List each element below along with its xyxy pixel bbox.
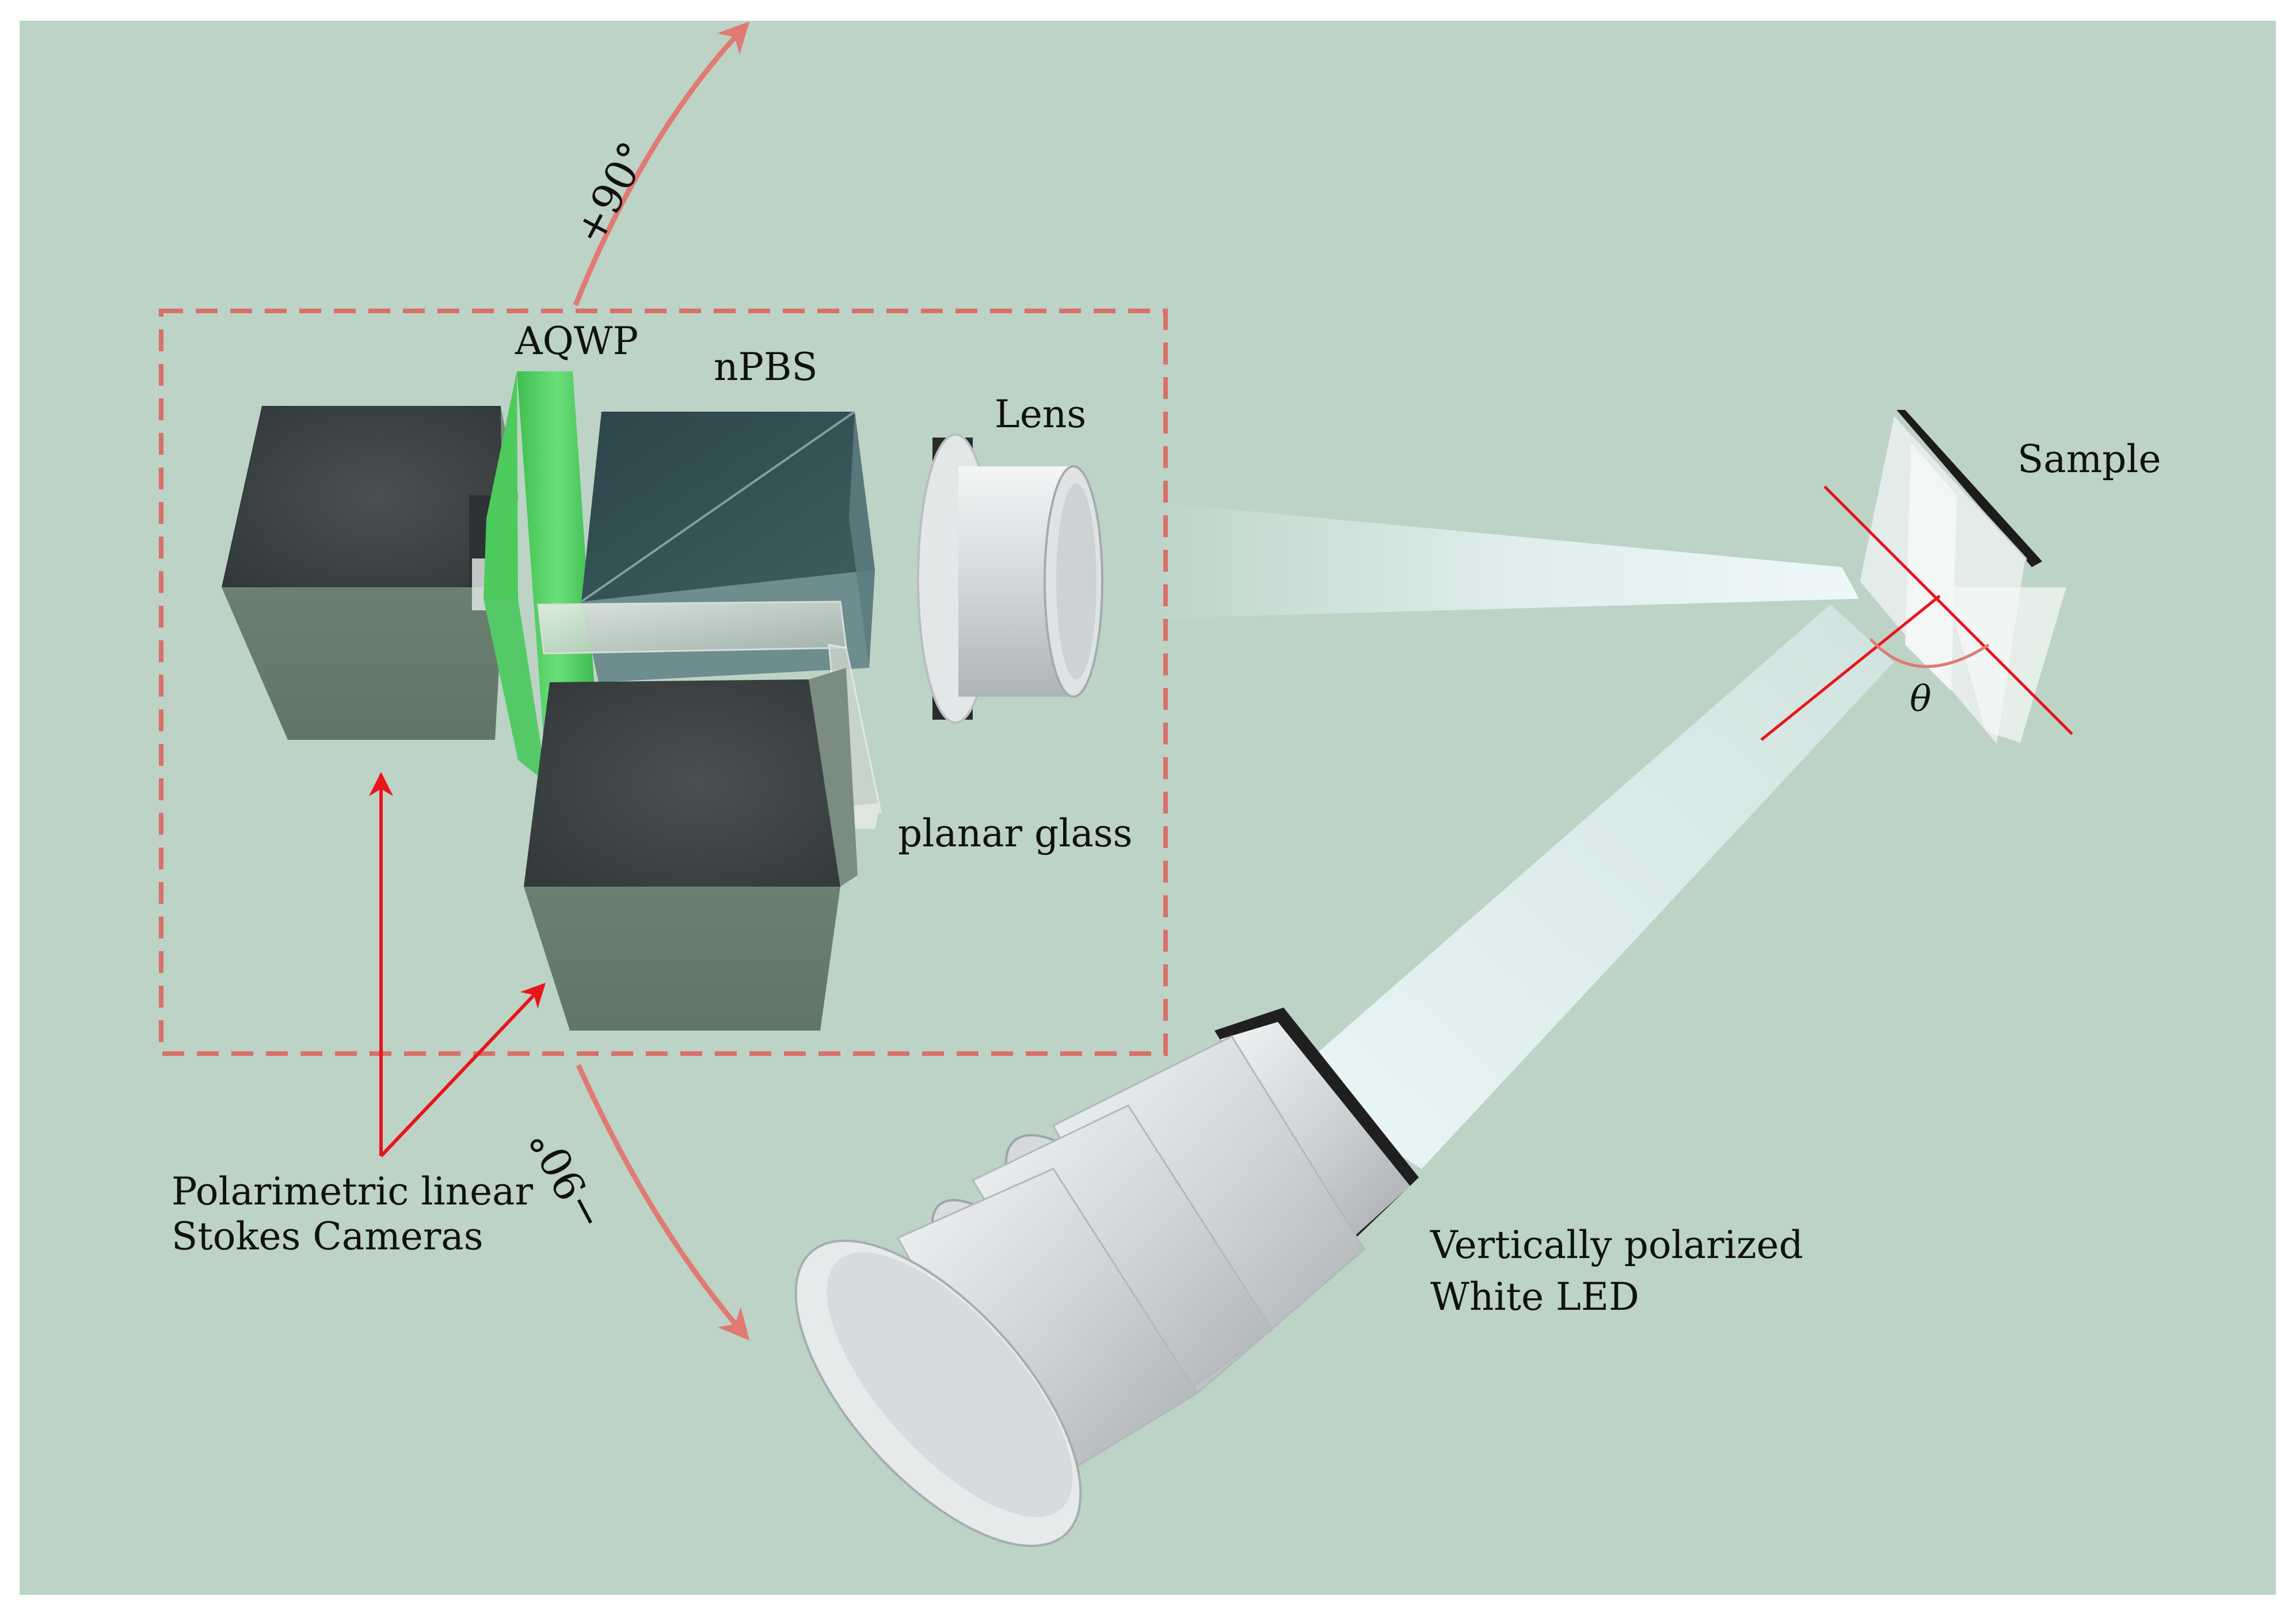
aqwp-plate (483, 371, 599, 783)
reflected-light-beam (1140, 501, 1859, 619)
camera-top (222, 406, 518, 740)
incident-light-beam (1284, 605, 1894, 1169)
led-label-line1: Vertically polarized (1430, 1223, 1803, 1267)
led-light-source-icon (794, 1008, 1419, 1547)
planar-glass-label: planar glass (898, 811, 1133, 856)
aqwp-label: AQWP (515, 319, 638, 363)
sample-slide-icon (1858, 410, 2066, 748)
detection-module-box (159, 309, 1168, 1056)
lens-icon (917, 434, 1103, 724)
rotation-arrow-plus-90 (573, 21, 750, 306)
cameras-label-line1: Polarimetric linear (172, 1169, 533, 1214)
cameras-label-line2: Stokes Cameras (172, 1214, 483, 1259)
incidence-angle-marker (1760, 485, 2073, 741)
led-label-line2: White LED (1430, 1275, 1639, 1319)
rotation-arrow-minus-90 (576, 1064, 750, 1341)
sample-label: Sample (2017, 437, 2161, 481)
lens-label: Lens (995, 392, 1086, 436)
camera-pointer-arrows (369, 772, 546, 1158)
npbs-label: nPBS (714, 345, 818, 389)
camera-bottom (524, 668, 858, 1031)
theta-label: θ (1910, 678, 1931, 720)
